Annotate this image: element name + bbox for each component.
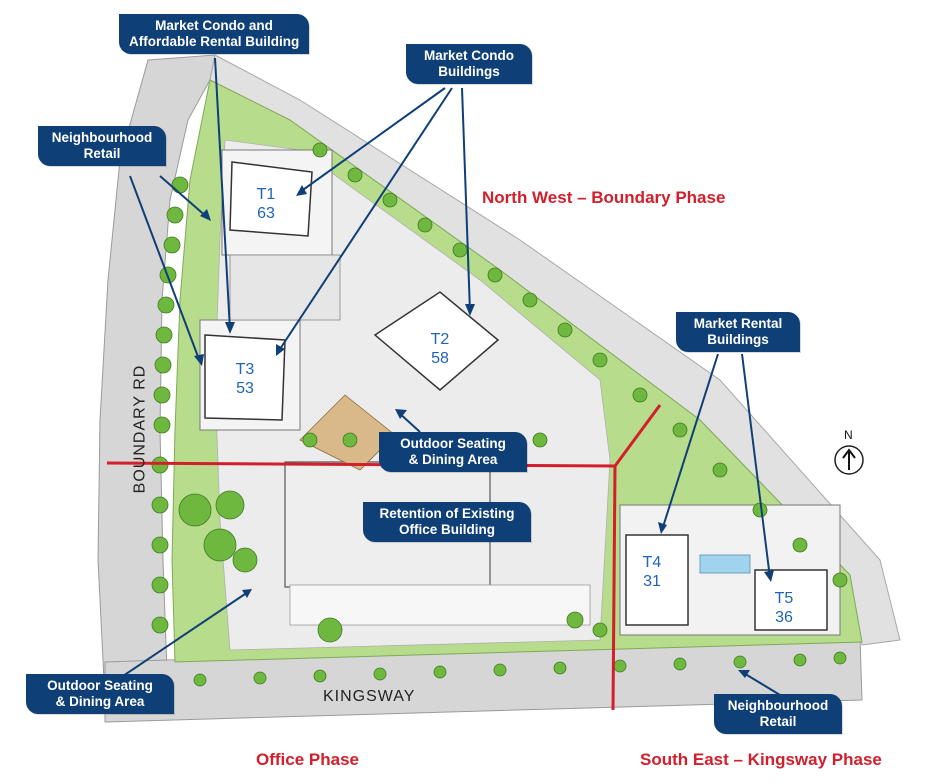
callout-line: Buildings [707, 332, 769, 347]
tower-name: T4 [642, 554, 662, 571]
tower-t3-footprint [204, 334, 286, 421]
callout-outdoor-seating-sw: Outdoor Seating & Dining Area [26, 674, 174, 714]
pool [699, 554, 751, 574]
callout-line: Affordable Rental Building [129, 34, 300, 49]
tower-t3-label: T3 53 [225, 360, 265, 398]
callout-neighbourhood-retail-se: Neighbourhood Retail [714, 694, 842, 734]
tower-value: 53 [236, 380, 254, 397]
leader-arrowheads [194, 185, 774, 678]
trees [151, 142, 848, 687]
boundary-road [97, 54, 216, 701]
callout-line: Neighbourhood [727, 698, 829, 713]
callout-line: Office Building [399, 522, 495, 537]
tower-t1-footprint [229, 161, 313, 237]
callout-line: Retention of Existing [379, 506, 515, 521]
street-label-kingsway: KINGSWAY [323, 688, 416, 705]
callout-line: Retail [759, 714, 797, 729]
callout-outdoor-seating-center: Outdoor Seating & Dining Area [379, 432, 527, 472]
callout-market-condo-affordable: Market Condo and Affordable Rental Build… [119, 14, 309, 54]
tower-value: 31 [643, 573, 661, 590]
north-arrow-icon [842, 448, 856, 470]
tower-t2-label: T2 58 [420, 330, 460, 368]
tower-t1-label: T1 63 [246, 185, 286, 223]
tower-name: T5 [774, 590, 794, 607]
leader-lines [119, 57, 781, 696]
callout-line: Buildings [438, 64, 500, 79]
tower-name: T1 [256, 186, 276, 203]
callout-line: Retail [83, 146, 121, 161]
tower-t2-footprint [373, 291, 500, 391]
tower-value: 36 [775, 609, 793, 626]
tower-t4-label: T4 31 [632, 553, 672, 591]
tower-value: 58 [431, 350, 449, 367]
callout-line: Market Condo [423, 48, 514, 63]
callout-neighbourhood-retail-nw: Neighbourhood Retail [38, 126, 166, 166]
phase-label-north-west: North West – Boundary Phase [482, 188, 726, 207]
callout-line: Outdoor Seating [47, 678, 153, 693]
tower-t4-footprint [625, 534, 689, 626]
tower-t5-label: T5 36 [764, 589, 804, 627]
phase-label-south-east: South East – Kingsway Phase [640, 750, 882, 769]
tower-name: T2 [430, 331, 450, 348]
amenity-deck [229, 254, 341, 321]
street-label-boundary: BOUNDARY RD [131, 364, 149, 494]
callout-line: & Dining Area [55, 694, 145, 709]
north-arrow-label: N [844, 428, 853, 442]
callout-market-rental-buildings: Market Rental Buildings [676, 312, 800, 352]
tower-value: 63 [257, 205, 275, 222]
phase-boundary-line-vertical [611, 465, 617, 711]
callout-retention-office: Retention of Existing Office Building [363, 502, 531, 542]
callout-line: Outdoor Seating [400, 436, 506, 451]
tower-name: T3 [235, 361, 255, 378]
callout-line: Neighbourhood [51, 130, 153, 145]
office-plaza [289, 584, 591, 626]
phase-label-office: Office Phase [256, 750, 359, 769]
callout-line: & Dining Area [408, 452, 498, 467]
callout-market-condo-buildings: Market Condo Buildings [406, 44, 532, 84]
tower-t5-footprint [754, 569, 828, 631]
callout-line: Market Condo and [155, 18, 273, 33]
callout-line: Market Rental [693, 316, 783, 331]
